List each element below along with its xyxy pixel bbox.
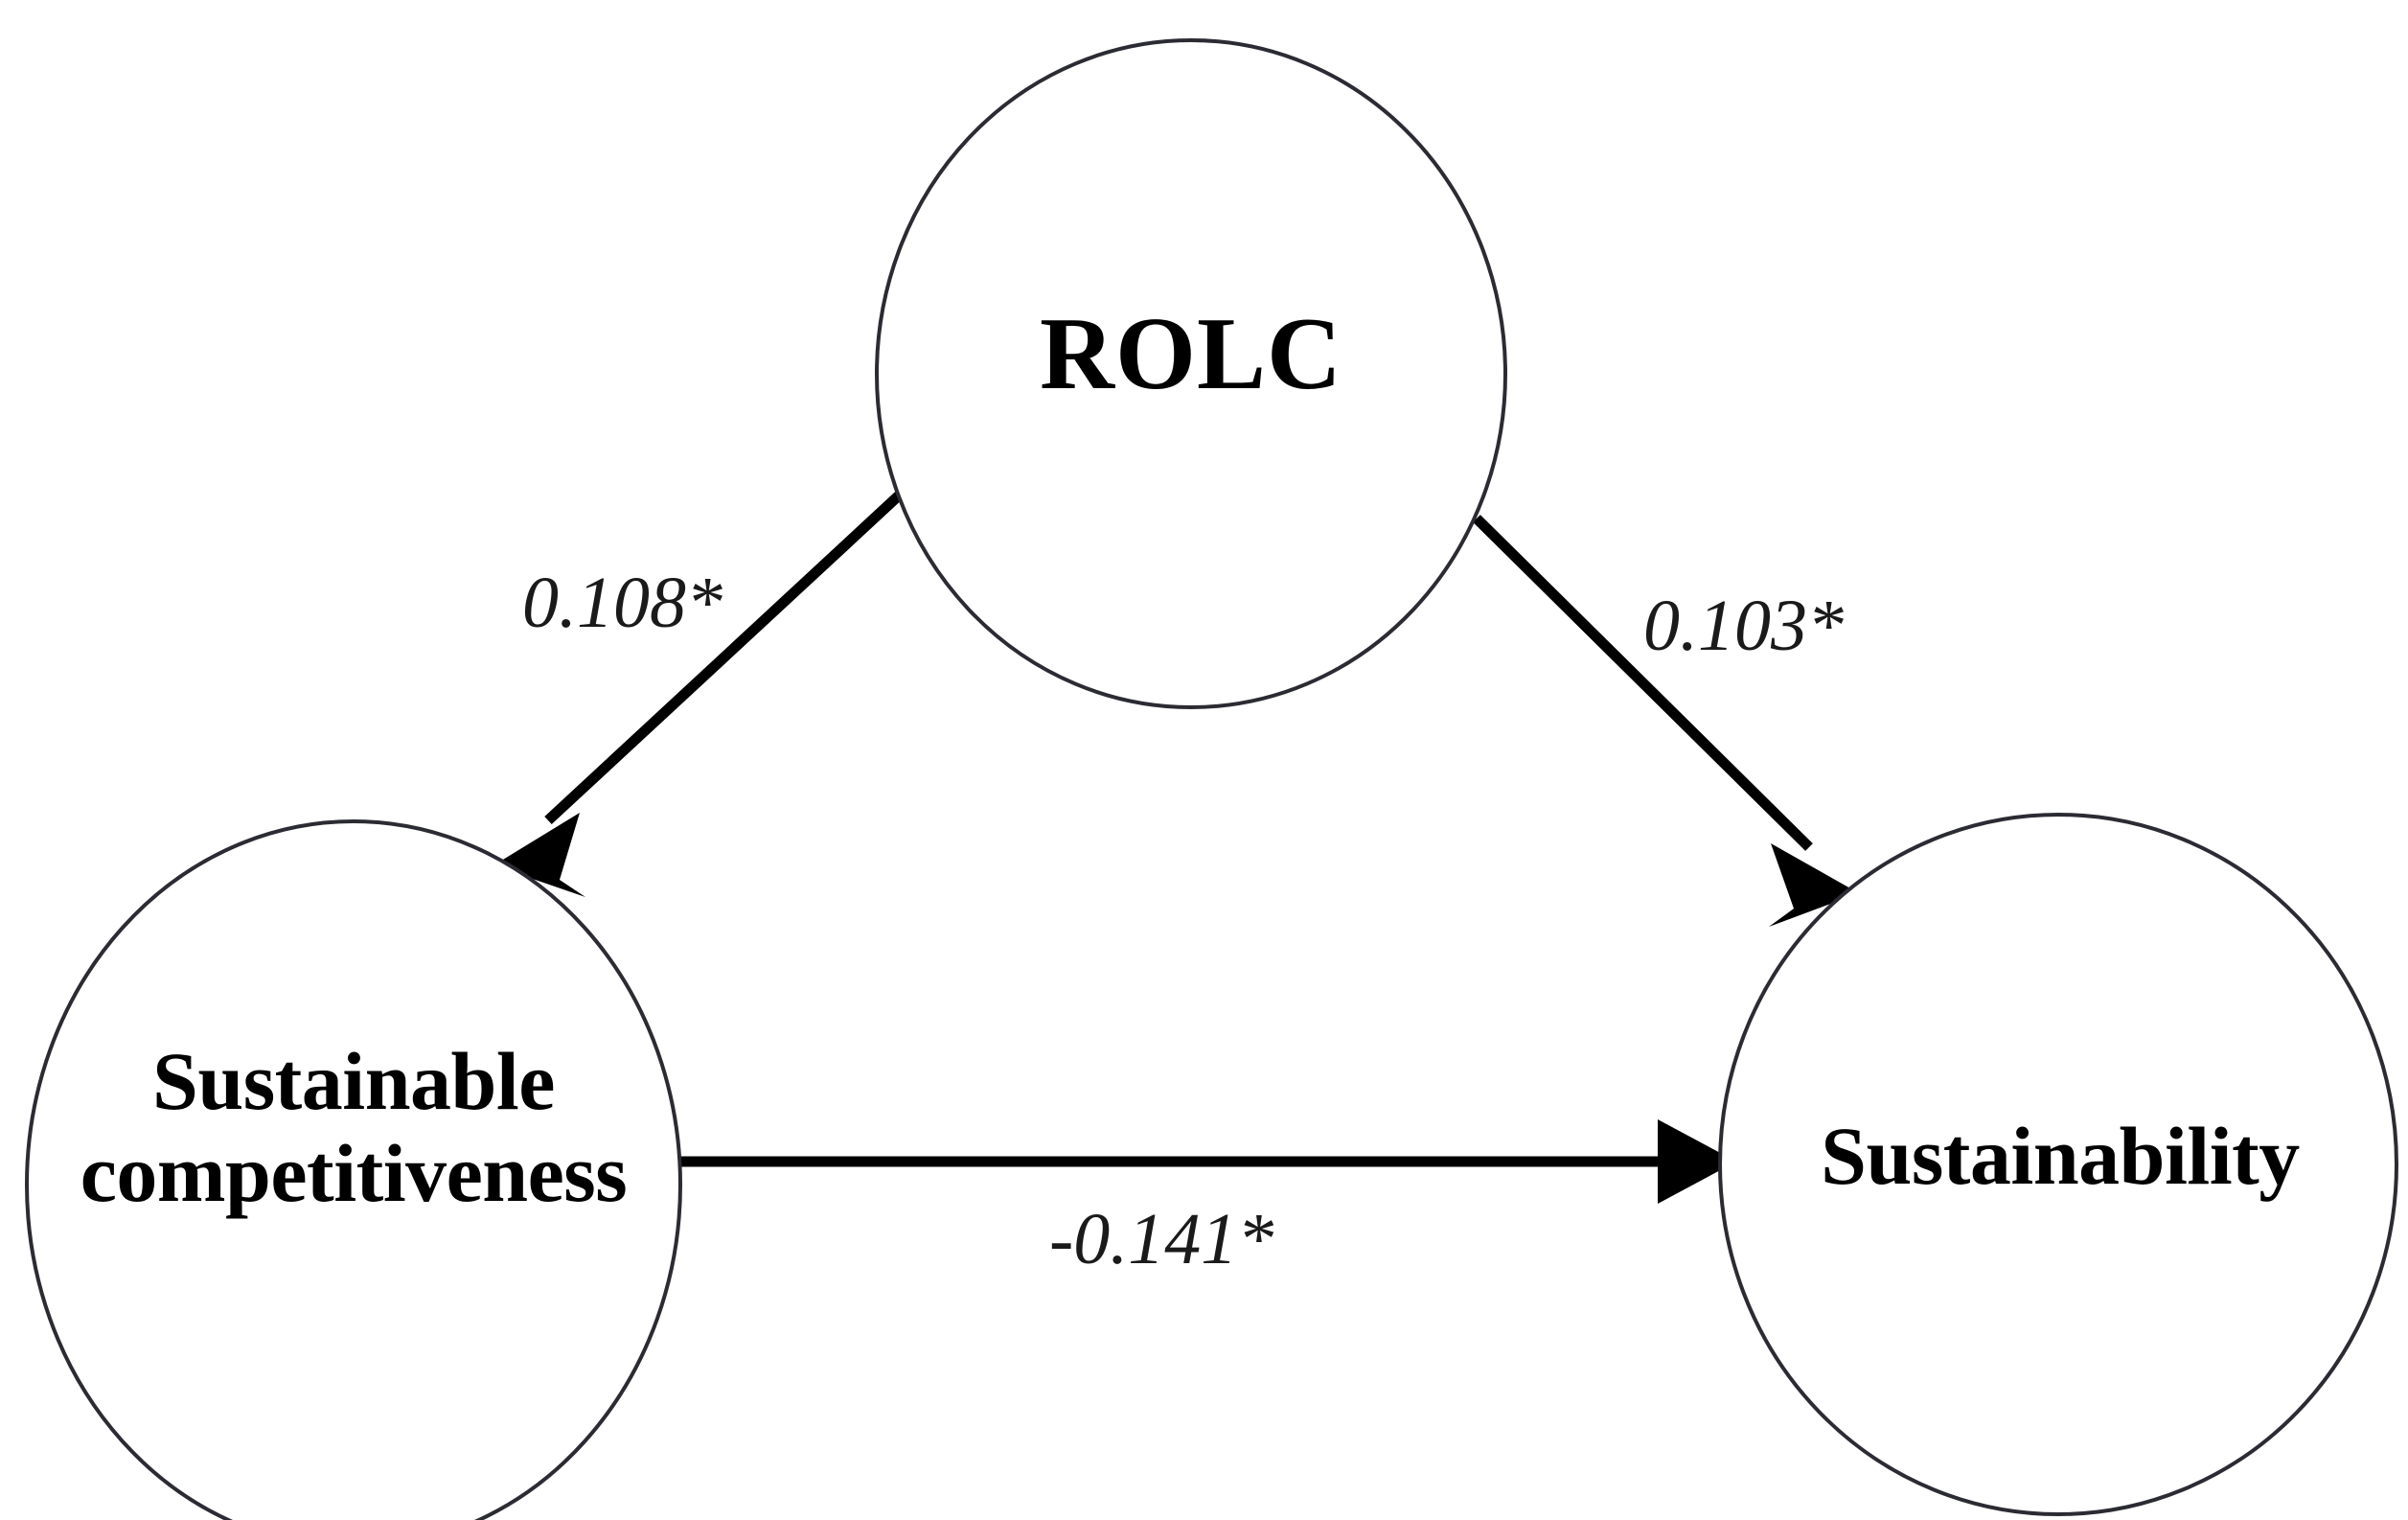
- arrowhead-icon-rolc-to-sustainability: [1769, 843, 1859, 927]
- edge-label-rolc-to-sustainable-competitiveness: 0.108*: [522, 563, 722, 643]
- edge-label-rolc-to-sustainability: 0.103*: [1643, 586, 1844, 666]
- edge-rolc-to-sustainable-competitiveness[interactable]: [493, 491, 903, 897]
- edge-label-sustainable-competitiveness-to-sustainability: -0.141*: [1049, 1199, 1274, 1279]
- node-ellipse-rolc[interactable]: [875, 38, 1507, 709]
- arrowhead-icon-rolc-to-sustainable-competitiveness: [493, 813, 585, 897]
- node-label-sustainability: Sustainability: [1821, 1110, 2300, 1202]
- edge-sustainable-competitiveness-to-sustainability[interactable]: [664, 1119, 1736, 1204]
- node-label-sustainable-competitiveness: Sustainable competitiveness: [80, 1035, 628, 1220]
- node-label-rolc: ROLC: [1039, 297, 1343, 411]
- arrowhead-icon-sustainable-competitiveness-to-sustainability: [1658, 1119, 1736, 1204]
- edge-line-rolc-to-sustainable-competitiveness: [544, 491, 903, 825]
- node-ellipse-sustainable-competitiveness[interactable]: [25, 819, 682, 1520]
- node-ellipse-sustainability[interactable]: [1718, 813, 2398, 1516]
- edge-line-rolc-to-sustainability: [1473, 515, 1813, 851]
- edge-rolc-to-sustainability[interactable]: [1473, 515, 1859, 927]
